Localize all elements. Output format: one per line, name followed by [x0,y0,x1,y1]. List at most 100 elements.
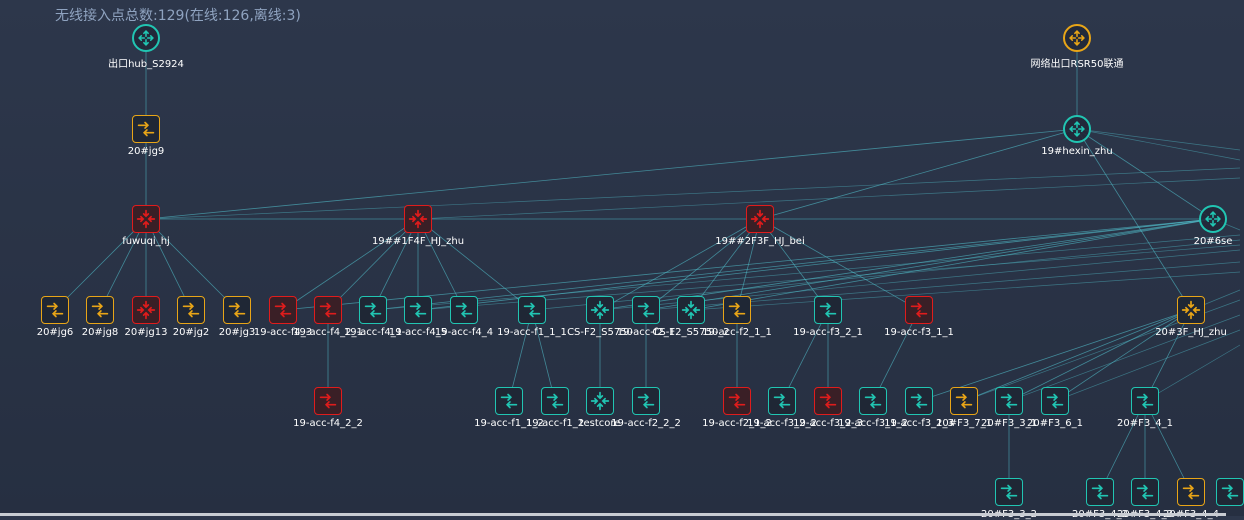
node-f45-switch-icon[interactable] [404,296,432,324]
topology-link [759,128,1078,220]
node-f322-switch-icon[interactable] [768,387,796,415]
topology-link [690,218,1214,311]
node-label: 20#jg6 [36,327,74,338]
node-label: 19#hexin_zhu [1041,146,1113,157]
node-f3bei-core-switch-icon[interactable] [746,205,774,233]
node-label: 19-acc-f1_1_2 [474,418,544,429]
topology-link [508,309,533,402]
topology-link [1076,128,1241,151]
node-label: 20#jg8 [81,327,119,338]
node-testcore-core-switch-icon[interactable] [586,387,614,415]
node-label: 19-acc-f1_2 [525,418,585,429]
node-f313-switch-icon[interactable] [905,387,933,415]
node-f112-switch-icon[interactable] [495,387,523,415]
topology-link [531,309,556,402]
node-F371-switch-icon[interactable] [950,387,978,415]
node-f11-switch-icon[interactable] [518,296,546,324]
node-F361-switch-icon[interactable] [1041,387,1069,415]
node-f222-switch-icon[interactable] [632,387,660,415]
node-f41-switch-icon[interactable] [359,296,387,324]
topology-link [1076,128,1241,161]
node-label: 20#jg2 [172,327,210,338]
node-F331-switch-icon[interactable] [995,387,1023,415]
node-f43-switch-icon[interactable] [269,296,297,324]
node-label: 19-acc-f3_2_2 [747,418,817,429]
node-zhu3f-core-switch-icon[interactable] [1177,296,1205,324]
node-jg6-switch-icon[interactable] [41,296,69,324]
topology-link [645,218,1214,311]
node-f21-switch-icon[interactable] [632,296,660,324]
topology-link [1076,128,1192,311]
topology-link [963,309,1192,402]
node-csf2a-core-switch-icon[interactable] [586,296,614,324]
topology-link [690,271,1241,311]
node-f212-switch-icon[interactable] [723,387,751,415]
node-hexin-router-icon[interactable] [1063,115,1091,143]
node-label: 20#jg9 [127,146,165,157]
node-f311-switch-icon[interactable] [905,296,933,324]
node-csf2b-core-switch-icon[interactable] [677,296,705,324]
topology-link [282,218,1214,311]
node-f421-switch-icon[interactable] [314,296,342,324]
node-F344-switch-icon[interactable] [1177,478,1205,506]
topology-link [918,309,1192,402]
node-label: 19-acc-f2_1 [616,327,676,338]
topology-link [1054,309,1192,402]
topology-link [599,218,761,311]
node-F332-switch-icon[interactable] [995,478,1023,506]
node-f44-switch-icon[interactable] [450,296,478,324]
node-label: 19-acc-f3_1_1 [884,327,954,338]
node-fuwuqi-core-switch-icon[interactable] [132,205,160,233]
node-label: 20#F3_7_1 [936,418,992,429]
node-jg8-switch-icon[interactable] [86,296,114,324]
node-label: 19-acc-f4_4 [434,327,494,338]
node-f211-switch-icon[interactable] [723,296,751,324]
topology-link [1008,309,1192,402]
node-f321-switch-icon[interactable] [814,296,842,324]
topology-link [1144,344,1241,402]
topology-link [872,309,920,402]
node-label: 19-acc-f2_2_2 [611,418,681,429]
node-F345-switch-icon[interactable] [1216,478,1244,506]
node-label: 19-acc-f3_2_3 [793,418,863,429]
topology-link [145,218,238,311]
topology-link [1144,400,1192,493]
topology-link [54,218,147,311]
topology-link [372,234,1241,311]
access-point-summary: 无线接入点总数:129(在线:126,离线:3) [55,8,301,24]
node-jg2-switch-icon[interactable] [177,296,205,324]
topology-link [417,218,465,311]
node-hub-router-icon[interactable] [132,24,160,52]
node-rsr-router-icon[interactable] [1063,24,1091,52]
node-jg13-core-switch-icon[interactable] [132,296,160,324]
node-f422-switch-icon[interactable] [314,387,342,415]
topology-link [417,244,1241,311]
node-label: 20#jg13 [124,327,168,338]
node-label: 19-acc-f2_1_2 [702,418,772,429]
node-label: 20#6se [1193,236,1233,247]
topology-link [599,218,1214,311]
node-f12-switch-icon[interactable] [541,387,569,415]
node-F341-switch-icon[interactable] [1131,387,1159,415]
node-f4zhu-core-switch-icon[interactable] [404,205,432,233]
node-label: CS-F2_S5750_2 [652,327,730,338]
topology-link [645,218,761,311]
node-F342-switch-icon[interactable] [1086,478,1114,506]
topology-link [417,177,1241,220]
node-label: 19-acc-f3_1_2 [838,418,908,429]
node-jg9-switch-icon[interactable] [132,115,160,143]
node-f323-switch-icon[interactable] [814,387,842,415]
topology-link [99,218,147,311]
node-F343-switch-icon[interactable] [1131,478,1159,506]
node-se-router-icon[interactable] [1199,205,1227,233]
topology-link [759,218,920,311]
node-f312-switch-icon[interactable] [859,387,887,415]
topology-link [327,218,419,311]
node-label: 19-acc-f3_2_1 [793,327,863,338]
node-label: 20#jg3 [218,327,256,338]
node-jg3-switch-icon[interactable] [223,296,251,324]
node-label: 19-acc-f4_2_1 [293,327,363,338]
node-label: 20#F3_6_1 [1027,418,1083,429]
horizontal-scrollbar[interactable] [0,513,1226,516]
